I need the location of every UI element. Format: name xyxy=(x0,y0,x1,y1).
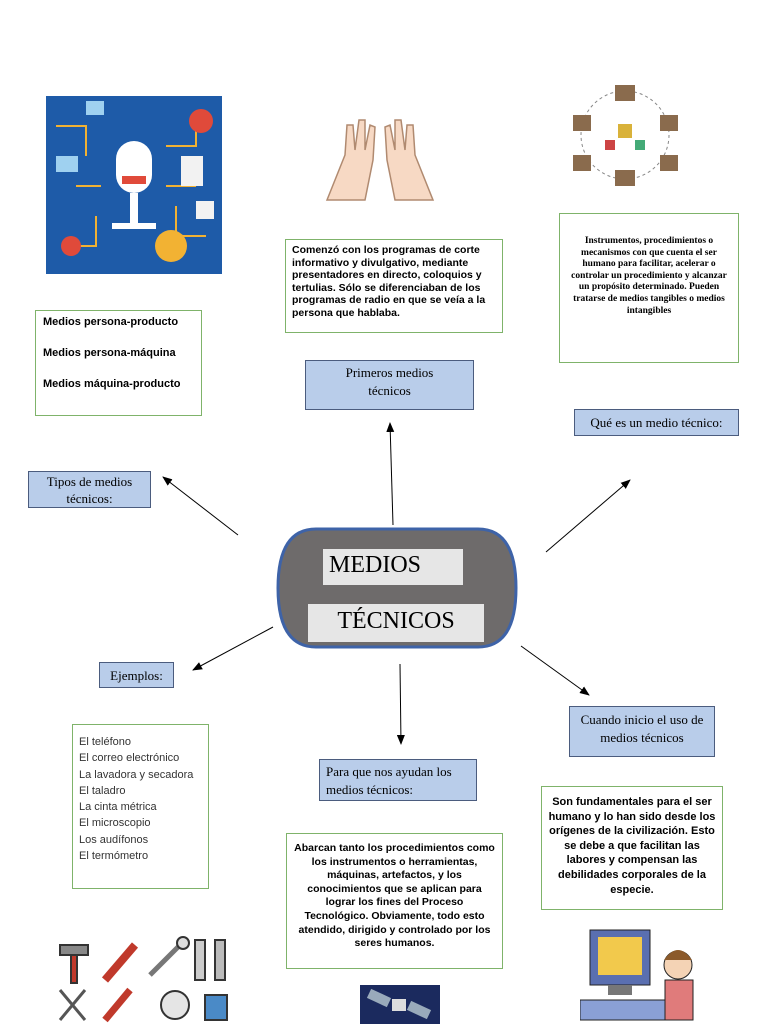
label-para-que: Para que nos ayudan los medios técnicos: xyxy=(319,759,477,801)
label-ejemplos-text: Ejemplos: xyxy=(110,668,163,683)
center-title-medios: MEDIOS xyxy=(323,549,463,585)
box-para-que-content: Abarcan tanto los procedimientos como lo… xyxy=(294,842,495,950)
label-que-es-text: Qué es un medio técnico: xyxy=(590,415,723,430)
network-people-illustration xyxy=(565,80,685,190)
hands-illustration xyxy=(315,105,445,205)
label-cuando-text: Cuando inicio el uso de medios técnicos xyxy=(580,712,704,745)
box-para-que-text: Abarcan tanto los procedimientos como lo… xyxy=(286,833,503,969)
box-primeros-rest: mediante presentadores en directo, coloq… xyxy=(292,256,486,319)
label-ejemplos: Ejemplos: xyxy=(99,662,174,688)
label-primeros-medios: Primeros medios técnicos xyxy=(305,360,474,410)
ejemplos-item-6: Los audífonos xyxy=(79,833,149,846)
label-cuando: Cuando inicio el uso de medios técnicos xyxy=(569,706,715,757)
ejemplos-item-0: El teléfono xyxy=(79,736,131,748)
center-title-tecnicos: TÉCNICOS xyxy=(308,604,484,642)
label-que-es: Qué es un medio técnico: xyxy=(574,409,739,436)
tools-illustration xyxy=(55,935,235,1024)
ejemplos-item-2: La lavadora y secadora xyxy=(79,768,194,781)
ejemplos-item-1: El correo electrónico xyxy=(79,752,180,765)
tipos-item-2: Medios máquina-producto xyxy=(43,378,181,390)
tipos-item-0: Medios persona-producto xyxy=(43,316,179,328)
ejemplos-item-4: La cinta métrica xyxy=(79,801,157,814)
tipos-item-1: Medios persona-máquina xyxy=(43,347,176,359)
ejemplos-item-3: El taladro xyxy=(79,784,126,797)
box-primeros-text: Comenzó con los programas de corte infor… xyxy=(285,239,503,333)
box-cuando-content: Son fundamentales para el ser humano y l… xyxy=(548,796,716,896)
ejemplos-item-7: El termómetro xyxy=(79,850,149,863)
center-title-tecnicos-text: TÉCNICOS xyxy=(337,608,455,634)
box-ejemplos-list: El teléfono El correo electrónico La lav… xyxy=(72,724,209,889)
ejemplos-item-5: El microscopio xyxy=(79,817,151,830)
box-que-es-text: Instrumentos, procedimientos o mecanismo… xyxy=(559,213,739,363)
satellite-illustration xyxy=(360,985,440,1024)
box-que-es-content: Instrumentos, procedimientos o mecanismo… xyxy=(571,236,727,316)
label-tipos-text: Tipos de medios técnicos: xyxy=(46,474,133,506)
box-cuando-text: Son fundamentales para el ser humano y l… xyxy=(541,786,723,910)
label-primeros-medios-text: Primeros medios técnicos xyxy=(345,365,434,398)
center-title-medios-text: MEDIOS xyxy=(329,552,422,578)
label-tipos: Tipos de medios técnicos: xyxy=(28,471,151,508)
box-primeros-bold: Comenzó con los programas de corte infor… xyxy=(292,244,480,269)
person-computer-illustration xyxy=(580,925,700,1024)
label-para-que-text: Para que nos ayudan los medios técnicos: xyxy=(326,764,452,797)
tech-icons-illustration xyxy=(46,96,222,274)
box-tipos-list: Medios persona-producto Medios persona-m… xyxy=(35,310,202,416)
